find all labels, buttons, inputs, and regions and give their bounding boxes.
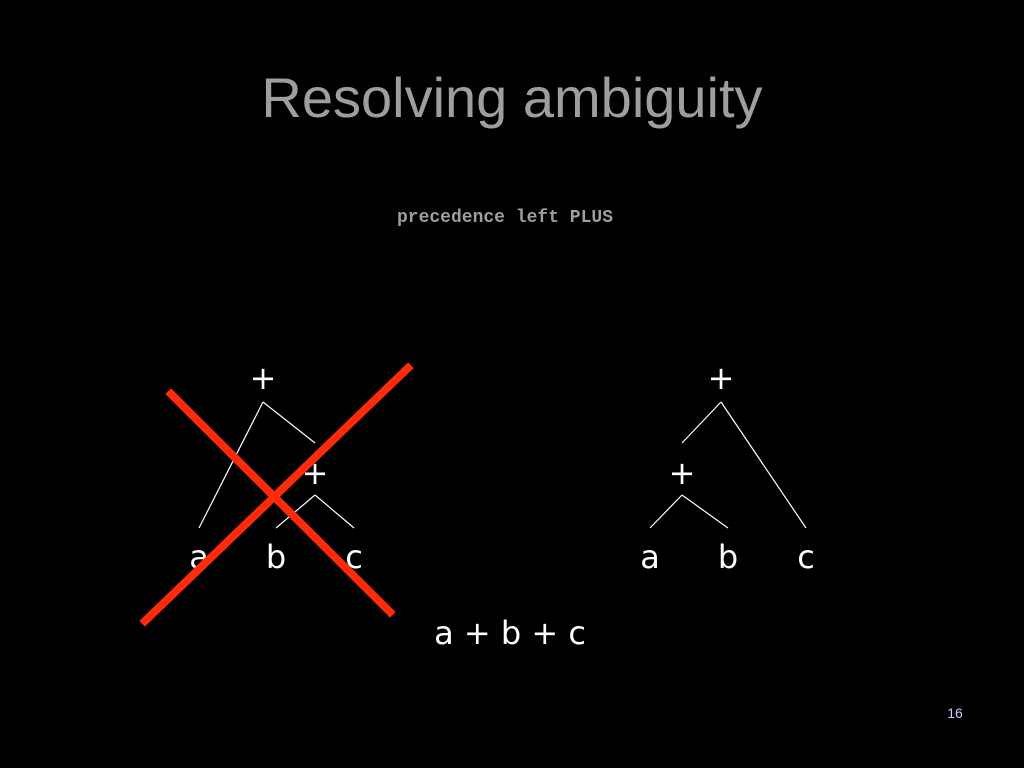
left-leaf-b: b <box>266 538 286 576</box>
example-expression: a + b + c <box>434 614 586 652</box>
edge-left-root-to-a <box>198 401 264 529</box>
edge-right-root-to-inner <box>681 401 722 444</box>
edge-left-inner-to-c <box>314 494 355 529</box>
rejection-cross <box>139 362 414 627</box>
left-parse-tree: + + a b c <box>189 359 363 576</box>
page-number: 16 <box>947 705 963 721</box>
slide-title: Resolving ambiguity <box>261 66 763 129</box>
left-root-plus: + <box>250 359 277 397</box>
edge-right-inner-to-b <box>681 494 729 529</box>
cross-stroke-2 <box>139 362 414 627</box>
edge-left-inner-to-b <box>275 494 316 529</box>
edge-right-root-to-c <box>720 401 807 529</box>
right-leaf-c: c <box>797 538 815 576</box>
precedence-declaration: precedence left PLUS <box>396 208 614 228</box>
edge-left-root-to-inner <box>262 401 316 444</box>
right-leaf-b: b <box>718 538 738 576</box>
edge-right-inner-to-a <box>649 494 683 529</box>
right-parse-tree: + + a b c <box>640 359 815 576</box>
right-root-plus: + <box>708 359 735 397</box>
right-leaf-a: a <box>640 538 660 576</box>
right-inner-plus: + <box>669 454 696 492</box>
cross-stroke-1 <box>165 388 396 618</box>
